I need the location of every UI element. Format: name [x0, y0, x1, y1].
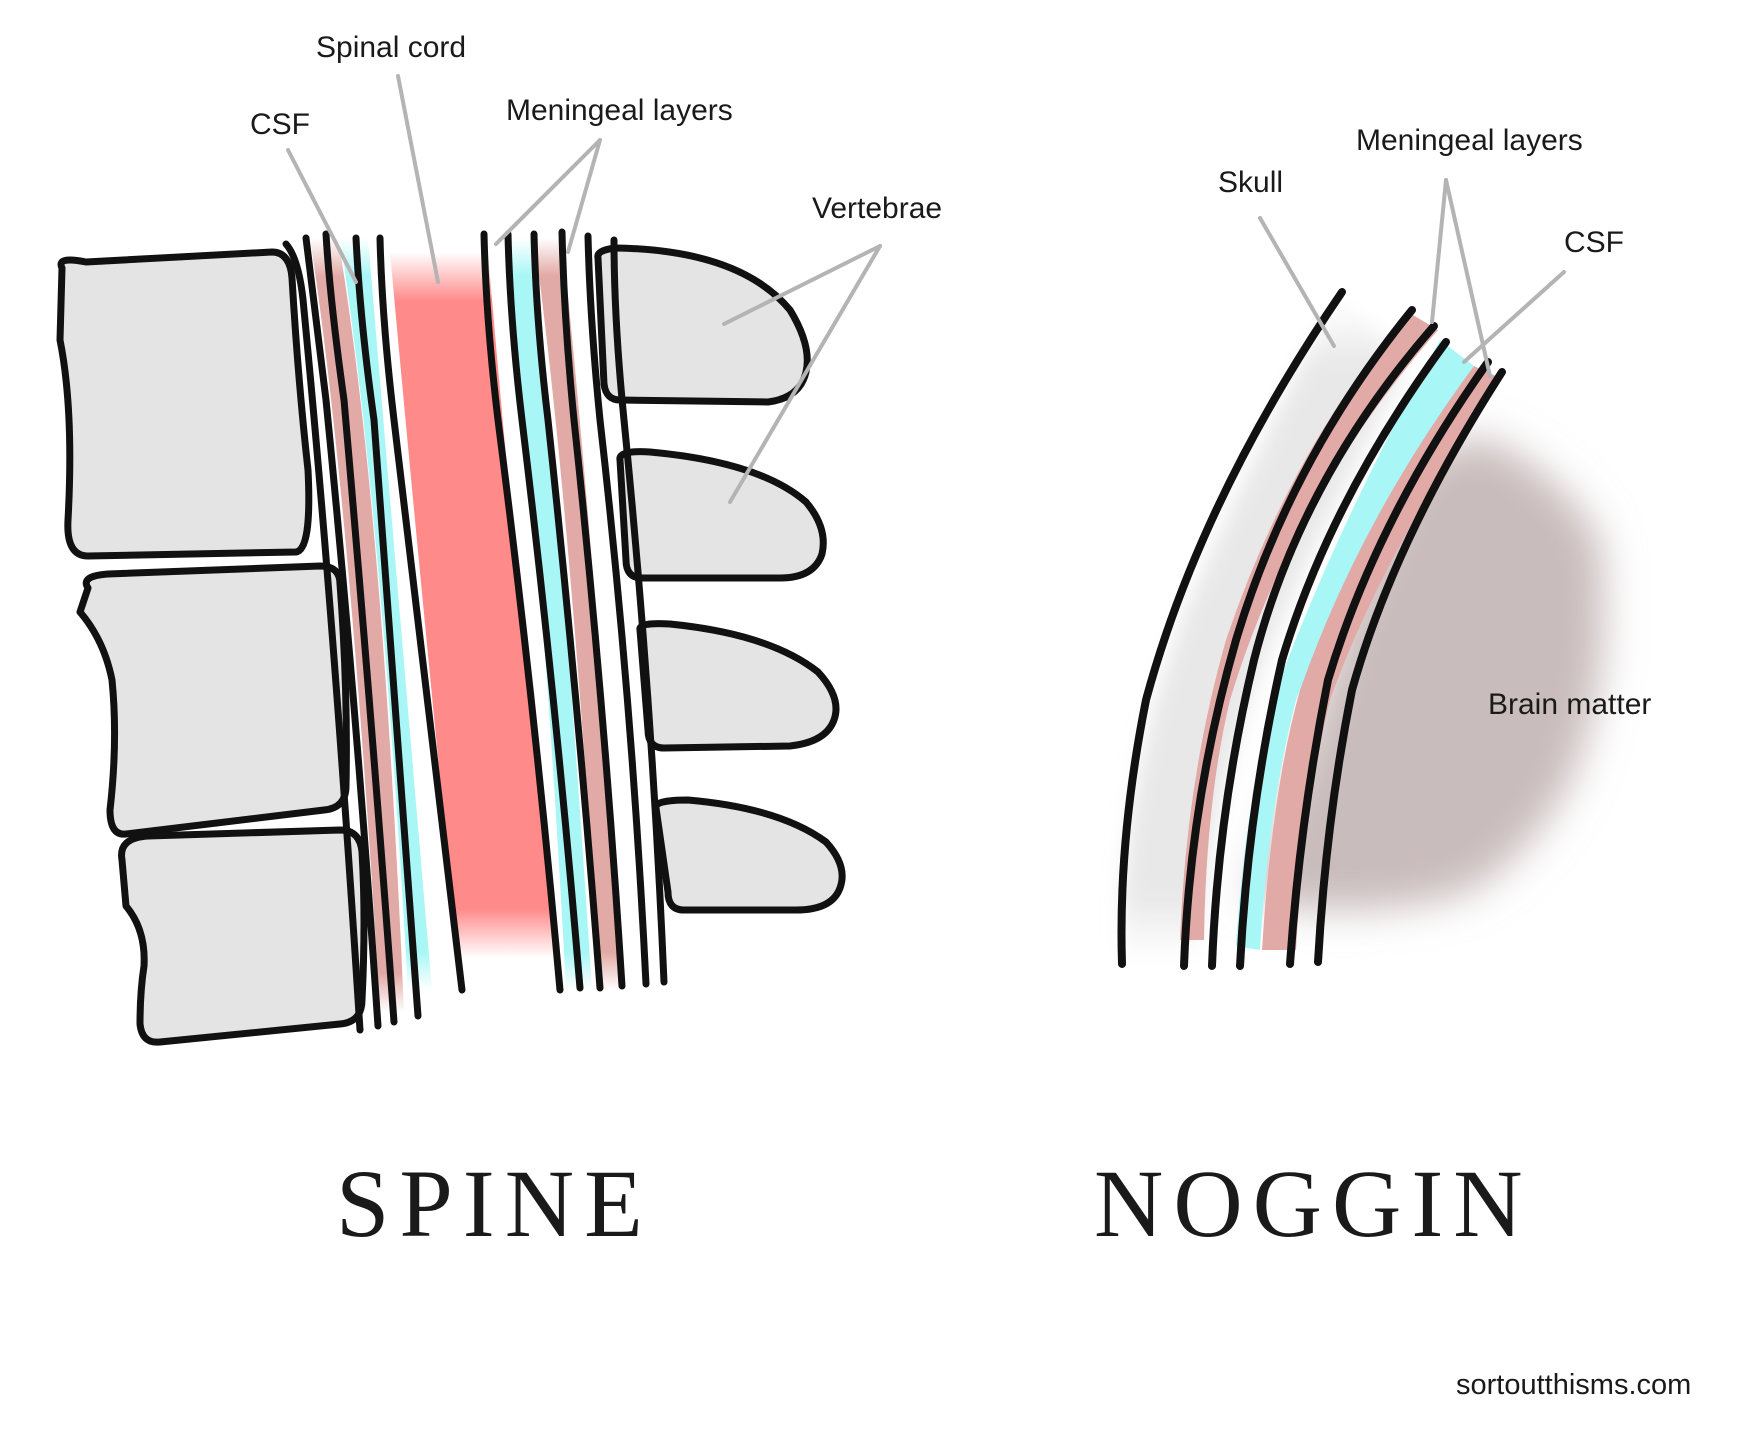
label-csf-spine: CSF [250, 108, 310, 141]
leader-vertebrae-b [728, 244, 882, 504]
noggin-title: NOGGIN [1094, 1150, 1533, 1257]
label-skull: Skull [1218, 166, 1283, 199]
spinal-cord [390, 252, 556, 958]
meningeal-band-outer [1180, 312, 1438, 940]
noggin-illustration: Skull Meningeal layers CSF Brain matter … [1094, 124, 1651, 1257]
vertebral-body [56, 248, 313, 560]
vertebral-process [594, 244, 811, 406]
spine-membrane-lines-left [282, 230, 466, 1034]
vertebral-process [636, 620, 840, 752]
label-meningeal-layers-noggin: Meningeal layers [1356, 124, 1583, 157]
label-vertebrae: Vertebrae [812, 192, 942, 225]
vertebral-body [118, 826, 368, 1046]
label-brain-matter: Brain matter [1488, 688, 1651, 721]
label-csf-noggin: CSF [1564, 226, 1624, 259]
leader-spinal-cord [396, 74, 440, 284]
meningeal-band-right [534, 238, 624, 990]
leader-vertebrae-a [722, 244, 882, 326]
site-url: sortoutthisms.com [1456, 1369, 1691, 1401]
vertebral-process [652, 796, 846, 914]
leader-meningeal-a [494, 138, 602, 246]
spine-title: SPINE [336, 1150, 653, 1257]
vertebral-process [616, 448, 827, 582]
noggin-membrane-lines [1117, 288, 1506, 970]
meningeal-band-inner [1262, 366, 1500, 950]
leader-meningeal-b [566, 138, 602, 254]
spine-membrane-lines-right [480, 228, 668, 994]
leader-meningeal-noggin-a [1430, 178, 1448, 324]
leader-csf-noggin [1462, 270, 1566, 364]
label-spinal-cord: Spinal cord [316, 31, 466, 64]
leader-csf [286, 148, 358, 284]
spine-illustration: Spinal cord CSF Meningeal layers Vertebr… [56, 31, 942, 1257]
vertebral-body [76, 562, 350, 838]
label-meningeal-layers-spine: Meningeal layers [506, 94, 733, 127]
leader-skull [1258, 216, 1336, 348]
